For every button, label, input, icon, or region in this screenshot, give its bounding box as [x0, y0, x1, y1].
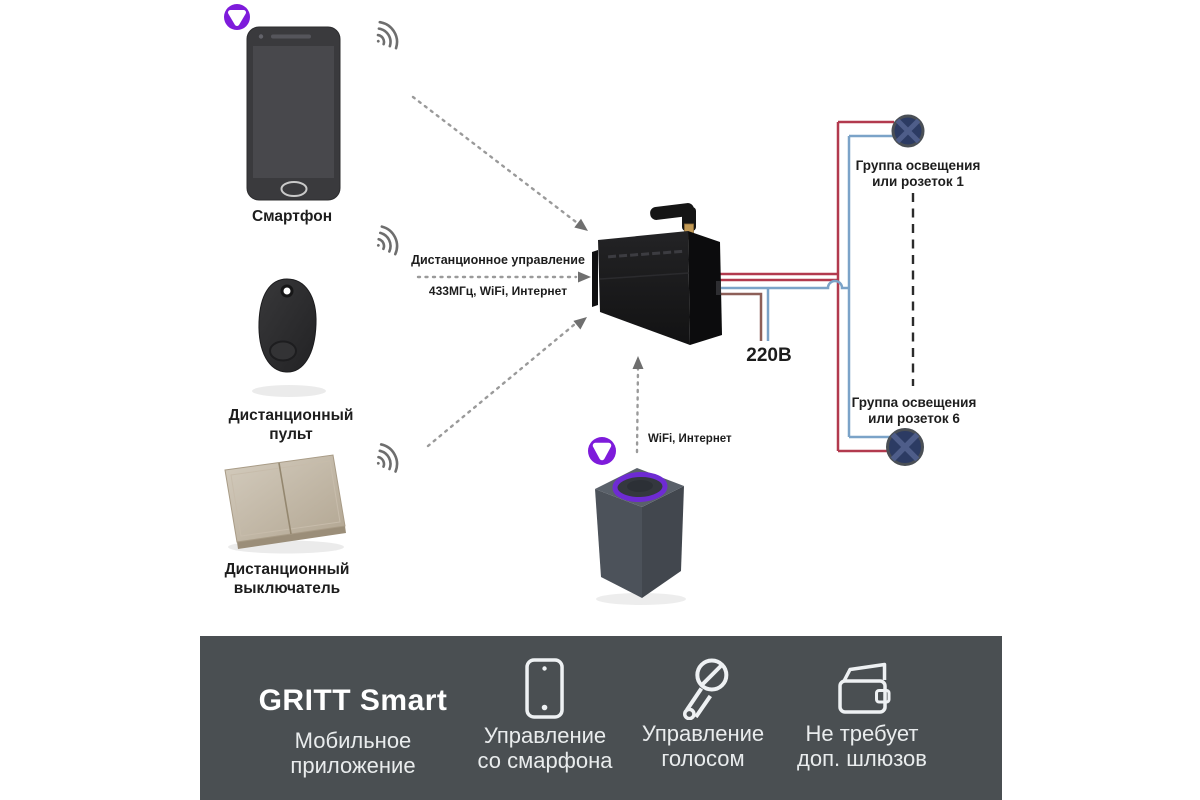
- signal-arrows: [411, 95, 640, 454]
- smartphone-icon: [525, 658, 565, 719]
- arrow-phone-to-hub: [411, 95, 578, 224]
- brand-feature-line1: Мобильное: [294, 728, 412, 753]
- remote-control-caption: Дистанционное управление: [411, 253, 585, 267]
- feature-app-line2: со смарфона: [477, 747, 613, 773]
- voltage-label: 220В: [746, 345, 792, 366]
- arrow-switch-to-hub: [426, 322, 577, 448]
- wall-switch-label-line2: выключатель: [233, 580, 341, 598]
- alice-assistant-icon: [224, 4, 250, 30]
- feature-no-gateway-line2: доп. шлюзов: [797, 745, 927, 771]
- feature-app-label: Управление со смарфона: [477, 723, 613, 773]
- feature-voice-line1: Управление: [641, 721, 765, 746]
- remote-fob-label-line1: Дистанционный: [228, 407, 354, 424]
- switch-rocker-divider: [278, 462, 292, 535]
- fob-button: [269, 340, 297, 362]
- feature-no-gateway: Не требует доп. шлюзов: [797, 660, 927, 771]
- remote-fob-label-line2: пульт: [269, 426, 313, 444]
- brand-feature-line2: приложение: [290, 752, 416, 778]
- feature-voice-label: Управление голосом: [641, 721, 765, 771]
- speaker-top-ring: [612, 471, 668, 503]
- lamp-symbol-group1: [891, 114, 925, 148]
- wallet-icon: [838, 662, 891, 714]
- protocols-caption: 433МГц, WiFi, Интернет: [428, 284, 568, 298]
- terminal-marks: [607, 249, 683, 259]
- footer-brand-block: GRITT Smart Мобильное приложение: [259, 684, 448, 778]
- microphone-icon: [683, 658, 729, 720]
- brand-feature-label: Мобильное приложение: [259, 728, 448, 778]
- wall-switch-label: Дистанционный выключатель: [225, 560, 350, 599]
- brand-title: GRITT Smart: [258, 684, 448, 717]
- neutral-wire-blue: [700, 134, 894, 439]
- phone-speaker-slit: [271, 34, 311, 39]
- group6-label-line1: Группа освещения: [851, 395, 977, 410]
- wifi-waves-icon-phone: [376, 20, 399, 50]
- phone-camera-dot: [258, 34, 264, 39]
- signal-arrowheads: [573, 218, 644, 369]
- feature-voice-control: Управление голосом: [642, 656, 764, 771]
- group6-label: Группа освещения или розеток 6: [852, 395, 977, 427]
- speaker-caption: WiFi, Интернет: [648, 433, 732, 445]
- phone-home-button: [280, 181, 308, 197]
- group1-label-line2: или розеток 1: [872, 174, 964, 190]
- feature-no-gateway-line1: Не требует: [805, 721, 919, 746]
- relay-hub-device: [592, 203, 722, 345]
- smartphone-device: [246, 26, 341, 201]
- wall-switch-label-line1: Дистанционный: [224, 561, 350, 578]
- arrow-speaker-to-hub: [635, 366, 640, 454]
- lamp-symbol-group6: [886, 428, 924, 466]
- footer-bar: GRITT Smart Мобильное приложение Управле…: [200, 636, 1002, 800]
- smartphone-label: Смартфон: [251, 208, 333, 225]
- wifi-waves-icon-switch: [376, 443, 399, 473]
- remote-fob-device: [252, 278, 326, 397]
- group1-label: Группа освещения или розеток 1: [856, 158, 981, 190]
- wall-switch-device: [224, 454, 346, 554]
- live-wire-red: [700, 120, 894, 453]
- group6-label-line2: или розеток 6: [868, 411, 960, 427]
- group1-label-line1: Группа освещения: [855, 158, 981, 173]
- remote-fob-label: Дистанционный пульт: [229, 406, 354, 445]
- feature-app-line1: Управление: [483, 723, 607, 748]
- fob-keyring-hole: [280, 284, 294, 298]
- feature-voice-line2: голосом: [661, 745, 745, 771]
- smart-speaker-device: [595, 468, 686, 605]
- feature-app-control: Управление со смарфона: [477, 658, 613, 773]
- feature-no-gateway-label: Не требует доп. шлюзов: [797, 721, 927, 771]
- alice-assistant-icon-speaker: [588, 437, 616, 465]
- wifi-waves-icon-remote: [376, 225, 399, 256]
